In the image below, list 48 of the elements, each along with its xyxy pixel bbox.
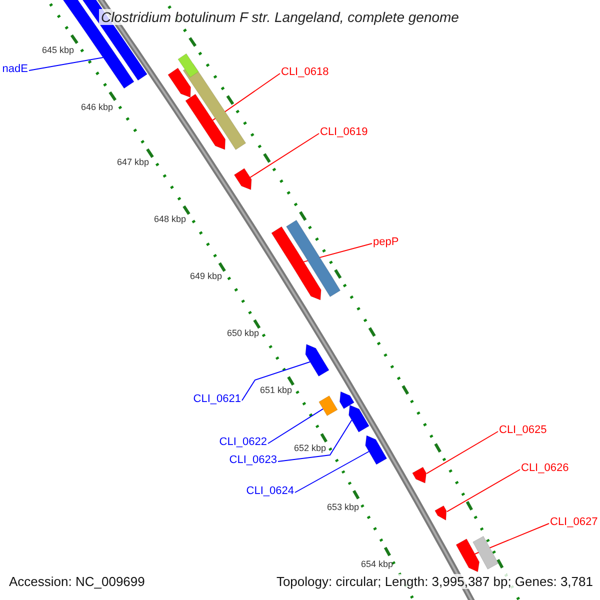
gene-label: CLI_0624	[246, 485, 294, 498]
gene-block	[318, 396, 338, 416]
leader-line	[426, 431, 498, 474]
leader-line	[212, 73, 280, 121]
leader-line	[268, 408, 324, 444]
gene-label: CLI_0627	[550, 516, 598, 529]
genome-stats-text: Topology: circular; Length: 3,995,387 bp; Genes: 3,781	[276, 574, 593, 589]
scale-label: 649 kbp	[190, 271, 222, 281]
gene-label: CLI_0625	[499, 424, 547, 437]
scale-label: 647 kbp	[116, 157, 150, 167]
gene-bar	[339, 391, 354, 409]
scale-label: 645 kbp	[42, 45, 74, 55]
gene-label: CLI_0618	[281, 66, 329, 79]
gene-label: CLI_0626	[521, 462, 569, 475]
leader-line	[250, 133, 320, 178]
gene-label: pepP	[373, 236, 399, 249]
gene-bar	[168, 68, 191, 98]
gene-bar	[412, 466, 427, 484]
gene-bar	[305, 344, 330, 377]
scale-label: 654 kbp	[360, 559, 394, 569]
gene-bar	[286, 220, 341, 298]
scale-label: 651 kbp	[260, 385, 292, 395]
gene-bar	[271, 226, 322, 300]
gene-bar	[234, 168, 252, 190]
leader-line	[446, 469, 520, 512]
scale-label: 646 kbp	[80, 102, 114, 112]
scale-label: 652 kbp	[294, 443, 326, 453]
gene-bar	[365, 435, 388, 465]
gene-label: nadE	[2, 63, 28, 76]
scale-label: 650 kbp	[226, 328, 260, 338]
gene-bar	[434, 505, 447, 520]
leader-line	[28, 57, 104, 71]
gene-label: CLI_0619	[320, 126, 368, 139]
scale-label: 653 kbp	[326, 502, 360, 512]
gene-label: CLI_0623	[229, 454, 277, 467]
accession-text: Accession: NC_009699	[9, 574, 145, 589]
leader-line	[294, 451, 370, 493]
scale-label: 648 kbp	[154, 214, 186, 224]
gene-bar	[472, 536, 499, 570]
leader-line	[242, 361, 310, 401]
gene-bar	[348, 404, 370, 432]
gene-bar	[178, 53, 199, 78]
gene-bar	[185, 94, 226, 150]
leader-line	[278, 420, 352, 462]
gene-label: CLI_0622	[219, 436, 267, 449]
title: Clostridium botulinum F str. Langeland, complete genome	[99, 9, 461, 25]
gene-bar	[456, 538, 480, 572]
gene-label: CLI_0621	[193, 393, 241, 406]
